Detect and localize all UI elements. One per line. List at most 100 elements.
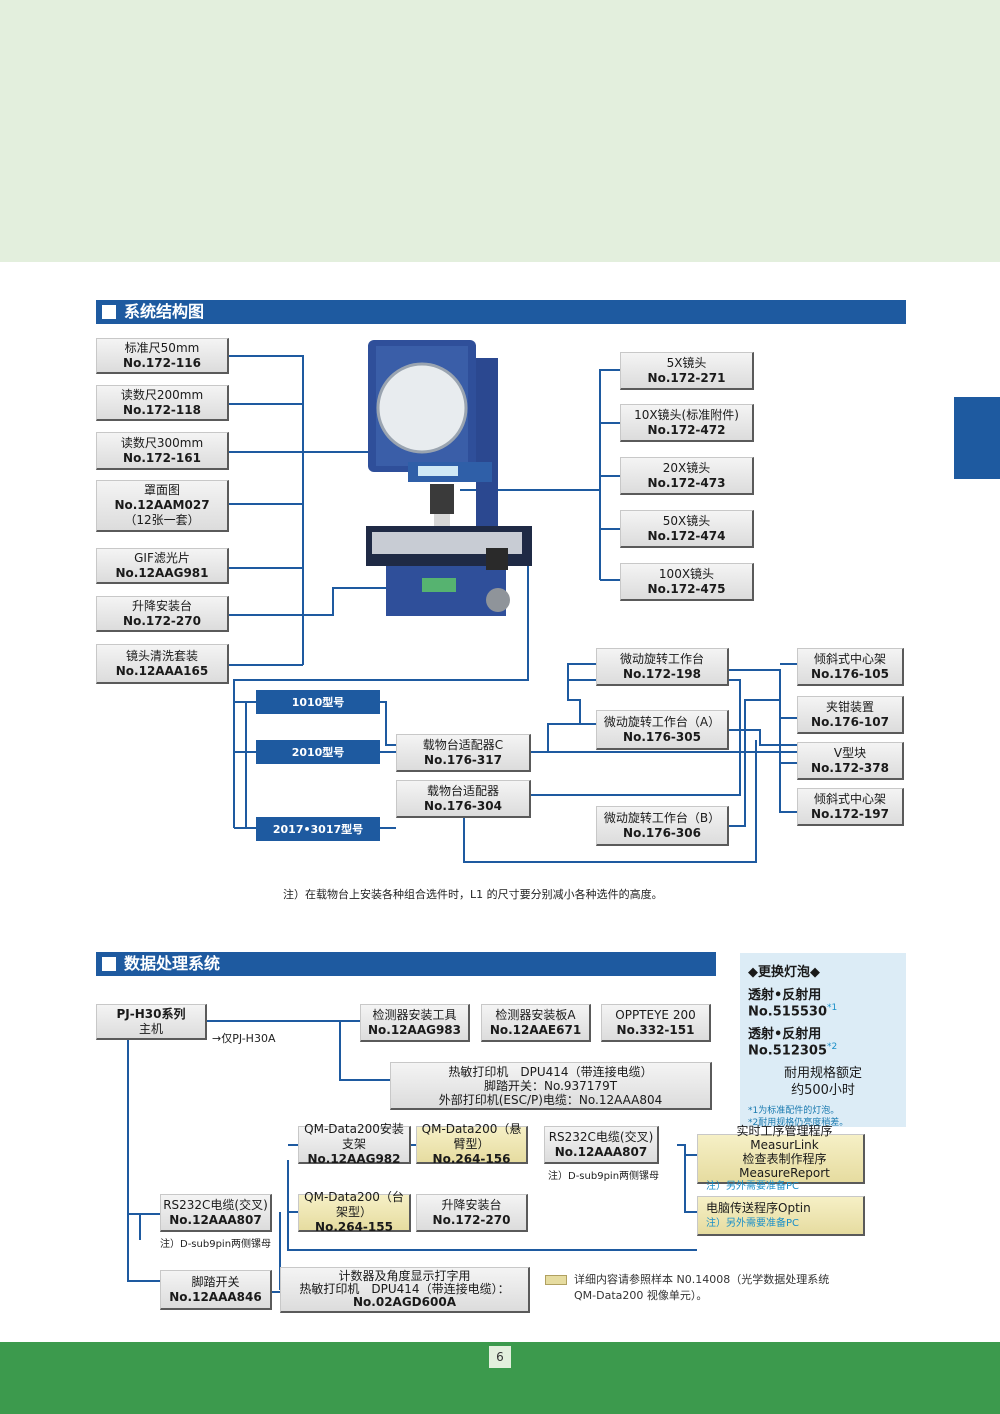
top-band xyxy=(0,0,1000,262)
item-number: No.172-198 xyxy=(623,666,701,681)
item-name: PJ-H30系列 xyxy=(116,1006,186,1021)
item-number: No.172-473 xyxy=(647,475,726,490)
lamp-r1-sup: *1 xyxy=(827,1003,838,1013)
lens-5x[interactable]: 5X镜头 No.172-271 xyxy=(620,352,754,390)
item-number: No.172-161 xyxy=(123,450,201,465)
lens-10x[interactable]: 10X镜头(标准附件) No.172-472 xyxy=(620,404,754,442)
detector-plate[interactable]: 检测器安装板A No.12AAE671 xyxy=(481,1004,591,1042)
item-name: 镜头清洗套装 xyxy=(125,648,198,663)
lamp-r2-sup: *2 xyxy=(827,1042,838,1053)
section-heading-data: 数据处理系统 xyxy=(96,952,716,976)
optin-note: 注）另外需要准备PC xyxy=(706,1217,800,1229)
item-number: No.12AAA846 xyxy=(169,1289,262,1304)
left-item-4[interactable]: GIF滤光片 No.12AAG981 xyxy=(96,548,229,584)
item-number: No.172-378 xyxy=(811,760,889,775)
left-item-0[interactable]: 标准尺50mm No.172-116 xyxy=(96,338,229,374)
fixture-center-197[interactable]: 倾斜式中心架 No.172-197 xyxy=(797,788,904,826)
fixture-clamp[interactable]: 夹钳装置 No.176-107 xyxy=(797,696,904,734)
model-label: 2010型号 xyxy=(291,746,345,759)
lamp-life-l2: 约500小时 xyxy=(791,1082,855,1098)
rs232c-top[interactable]: RS232C电缆(交叉) No.12AAA807 xyxy=(544,1126,659,1164)
lamp-panel: ◆更换灯泡◆ 透射•反射用 No.515530*1 透射•反射用 No.5123… xyxy=(740,953,906,1128)
item-name: 读数尺300mm xyxy=(120,435,204,450)
legend-text: 详细内容请参照样本 N0.14008（光学数据处理系统 QM-Data200 视… xyxy=(574,1272,829,1304)
lamp-r2: 透射•反射用 No.512305 xyxy=(748,1027,828,1059)
thermal-printer[interactable]: 热敏打印机 DPU414（带连接电缆） 脚踏开关：No.937179T 外部打印… xyxy=(390,1062,712,1110)
oppteye[interactable]: OPPTEYE 200 No.332-151 xyxy=(601,1004,711,1042)
fixture-v-block[interactable]: V型块 No.172-378 xyxy=(797,742,904,780)
item-name: QM-Data200（悬臂型） xyxy=(421,1122,522,1151)
item-number: No.02AGD600A xyxy=(353,1295,456,1309)
lamp-title: ◆更换灯泡◆ xyxy=(748,965,820,980)
item-name: RS232C电缆(交叉) xyxy=(163,1197,268,1212)
adapter-c[interactable]: 载物台适配器C No.176-317 xyxy=(396,734,531,772)
item-number: No.12AAM027 xyxy=(114,498,210,512)
foot-switch[interactable]: 脚踏开关 No.12AAA846 xyxy=(160,1270,272,1310)
item-number: No.172-197 xyxy=(811,806,889,821)
lamp-life: 耐用规格额定 约500小时 xyxy=(748,1065,898,1099)
item-number: No.264-155 xyxy=(315,1220,393,1234)
lamp-life-l1: 耐用规格额定 xyxy=(783,1065,862,1081)
qm-kit[interactable]: QM-Data200安装支架 No.12AAG982 xyxy=(298,1122,411,1166)
lift-stand[interactable]: 升降安装台 No.172-270 xyxy=(416,1194,528,1232)
main-unit[interactable]: PJ-H30系列 主机 xyxy=(96,1004,207,1040)
lamp-r1: 透射•反射用 No.515530 xyxy=(748,988,828,1020)
lamp-note-1: *1为标准配件的灯泡。 xyxy=(748,1105,840,1116)
item-name: 20X镜头 xyxy=(662,460,711,475)
item-number: No.12AAG982 xyxy=(307,1152,401,1166)
item-name: 10X镜头(标准附件) xyxy=(634,407,739,422)
item-name: 升降安装台 xyxy=(441,1197,502,1212)
left-item-1[interactable]: 读数尺200mm No.172-118 xyxy=(96,385,229,421)
rotary-table-b[interactable]: 微动旋转工作台（B） No.176-306 xyxy=(596,806,729,846)
item-number: No.176-306 xyxy=(623,825,701,840)
item-name: 5X镜头 xyxy=(666,355,707,370)
rotary-table[interactable]: 微动旋转工作台 No.172-198 xyxy=(596,648,729,686)
optin[interactable]: 电脑传送程序Optin 注）另外需要准备PC xyxy=(697,1196,865,1236)
item-number: No.172-270 xyxy=(123,613,201,628)
model-2017-3017[interactable]: 2017•3017型号 xyxy=(256,817,380,841)
counter-printer[interactable]: 计数器及角度显示打字用 热敏打印机 DPU414（带连接电缆）： No.02AG… xyxy=(280,1267,530,1313)
item-name: 载物台适配器C xyxy=(422,737,504,752)
item-name: QM-Data200（台架型） xyxy=(304,1190,404,1219)
item-name: 微动旋转工作台（A） xyxy=(603,714,721,729)
item-number: No.12AAA807 xyxy=(554,1144,648,1159)
item-number: No.264-156 xyxy=(432,1152,511,1166)
left-item-2[interactable]: 读数尺300mm No.172-161 xyxy=(96,432,229,470)
item-number: No.176-107 xyxy=(811,714,889,729)
lens-100x[interactable]: 100X镜头 No.172-475 xyxy=(620,563,754,601)
item-name: 检测器安装板A xyxy=(495,1007,576,1022)
model-label: 1010型号 xyxy=(291,696,345,709)
model-label: 2017•3017型号 xyxy=(272,823,364,836)
model-1010[interactable]: 1010型号 xyxy=(256,690,380,714)
square-icon xyxy=(102,957,116,971)
lens-50x[interactable]: 50X镜头 No.172-474 xyxy=(620,510,754,548)
left-item-5[interactable]: 升降安装台 No.172-270 xyxy=(96,596,229,632)
adapter[interactable]: 载物台适配器 No.176-304 xyxy=(396,780,531,818)
left-item-3[interactable]: 罩面图 No.12AAM027 （12张一套） xyxy=(96,480,229,532)
item-number: No.12AAG983 xyxy=(367,1022,462,1037)
qm-stand[interactable]: QM-Data200（台架型） No.264-155 xyxy=(298,1190,411,1234)
detector-tool[interactable]: 检测器安装工具 No.12AAG983 xyxy=(360,1004,470,1042)
page-number: 6 xyxy=(489,1346,511,1368)
fixture-center-105[interactable]: 倾斜式中心架 No.176-105 xyxy=(797,648,904,686)
model-2010[interactable]: 2010型号 xyxy=(256,740,380,764)
rotary-table-a[interactable]: 微动旋转工作台（A） No.176-305 xyxy=(596,710,729,750)
item-sub: 主机 xyxy=(138,1021,163,1036)
item-extra: （12张一套） xyxy=(124,513,200,527)
item-name: QM-Data200安装支架 xyxy=(304,1122,404,1151)
printer-line-3: 外部打印机(ESC/P)电缆：No.12AAA804 xyxy=(438,1092,663,1107)
item-number: No.172-270 xyxy=(432,1212,511,1227)
rs-top-note: 注）D-sub9pin两侧镙母 xyxy=(548,1167,659,1182)
item-number: No.176-304 xyxy=(424,798,502,813)
rs232c-left[interactable]: RS232C电缆(交叉) No.12AAA807 xyxy=(160,1194,272,1232)
square-icon xyxy=(102,305,116,319)
qm-arm[interactable]: QM-Data200（悬臂型） No.264-156 xyxy=(416,1122,528,1166)
profile-projector-illustration xyxy=(366,340,532,616)
left-item-6[interactable]: 镜头清洗套装 No.12AAA165 xyxy=(96,644,229,684)
lens-20x[interactable]: 20X镜头 No.172-473 xyxy=(620,457,754,495)
item-name: 标准尺50mm xyxy=(124,340,200,355)
item-name: 倾斜式中心架 xyxy=(813,791,886,806)
measurlink[interactable]: 实时工序管理程序MeasurLink 检查表制作程序MeasureReport … xyxy=(697,1124,865,1192)
item-name: GIF滤光片 xyxy=(134,550,190,565)
item-name: 读数尺200mm xyxy=(120,387,204,402)
